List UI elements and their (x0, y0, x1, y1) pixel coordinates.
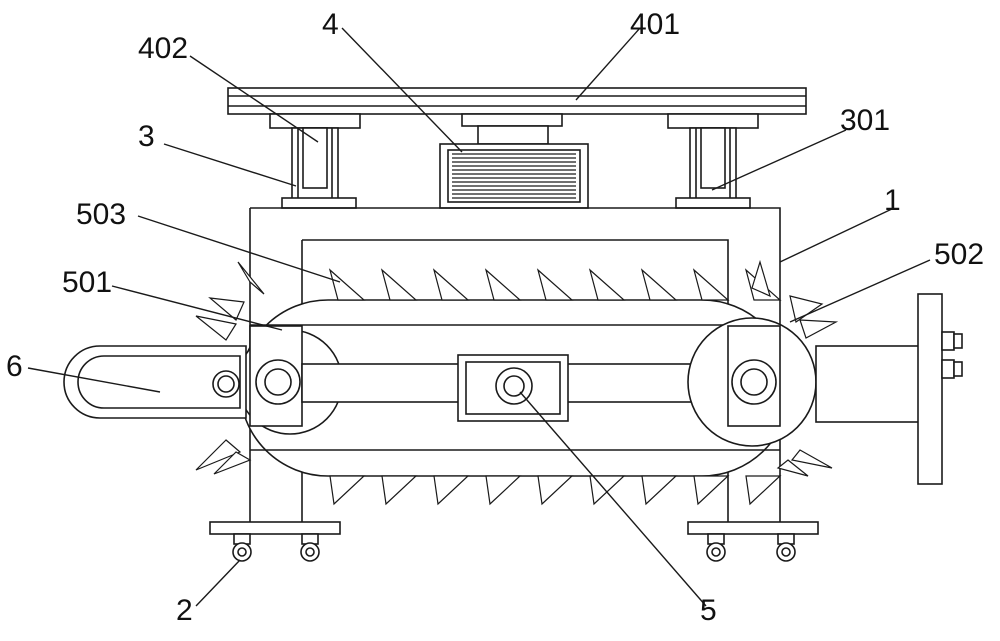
label-402: 402 (138, 32, 188, 65)
spike-top (432, 268, 470, 301)
spike-bottom (745, 475, 782, 506)
spike-top (692, 268, 730, 301)
label-5: 5 (700, 594, 717, 627)
label-4: 4 (322, 8, 339, 41)
label-2: 2 (176, 594, 193, 627)
label-401: 401 (630, 8, 680, 41)
left-side-spikes (195, 261, 265, 475)
motor-fins (452, 153, 576, 199)
spike-bottom (433, 475, 470, 506)
label-6: 6 (6, 350, 23, 383)
leader-lines (27, 27, 931, 607)
label-501: 501 (62, 266, 112, 299)
left-leg (209, 521, 341, 562)
spikes-bottom (329, 475, 782, 506)
spike-top (484, 268, 522, 301)
spike-top (380, 268, 418, 301)
spike-bottom (537, 475, 574, 506)
right-spring-column (667, 113, 759, 209)
top-plate (227, 87, 807, 115)
label-503: 503 (76, 198, 126, 231)
left-spring-column (269, 113, 361, 209)
spike-bottom (589, 475, 626, 506)
label-3: 3 (138, 120, 155, 153)
right-leg (687, 521, 819, 562)
label-301: 301 (840, 104, 890, 137)
right-side-spikes (751, 259, 839, 477)
spike-top (328, 268, 366, 301)
spike-top (588, 268, 626, 301)
spike-bottom (381, 475, 418, 506)
label-502: 502 (934, 238, 984, 271)
spike-top (640, 268, 678, 301)
spike-top (536, 268, 574, 301)
left-hub (237, 325, 343, 435)
label-1: 1 (884, 184, 901, 217)
spike-bottom (641, 475, 678, 506)
spike-bottom (485, 475, 522, 506)
motor (439, 113, 589, 209)
right-hub (687, 293, 963, 485)
labels: 4 401 402 3 301 503 1 502 501 6 2 5 (6, 8, 984, 627)
spike-bottom (693, 475, 730, 506)
spikes-top (328, 268, 782, 301)
spike-bottom (329, 475, 366, 506)
handle-arm (63, 345, 247, 419)
